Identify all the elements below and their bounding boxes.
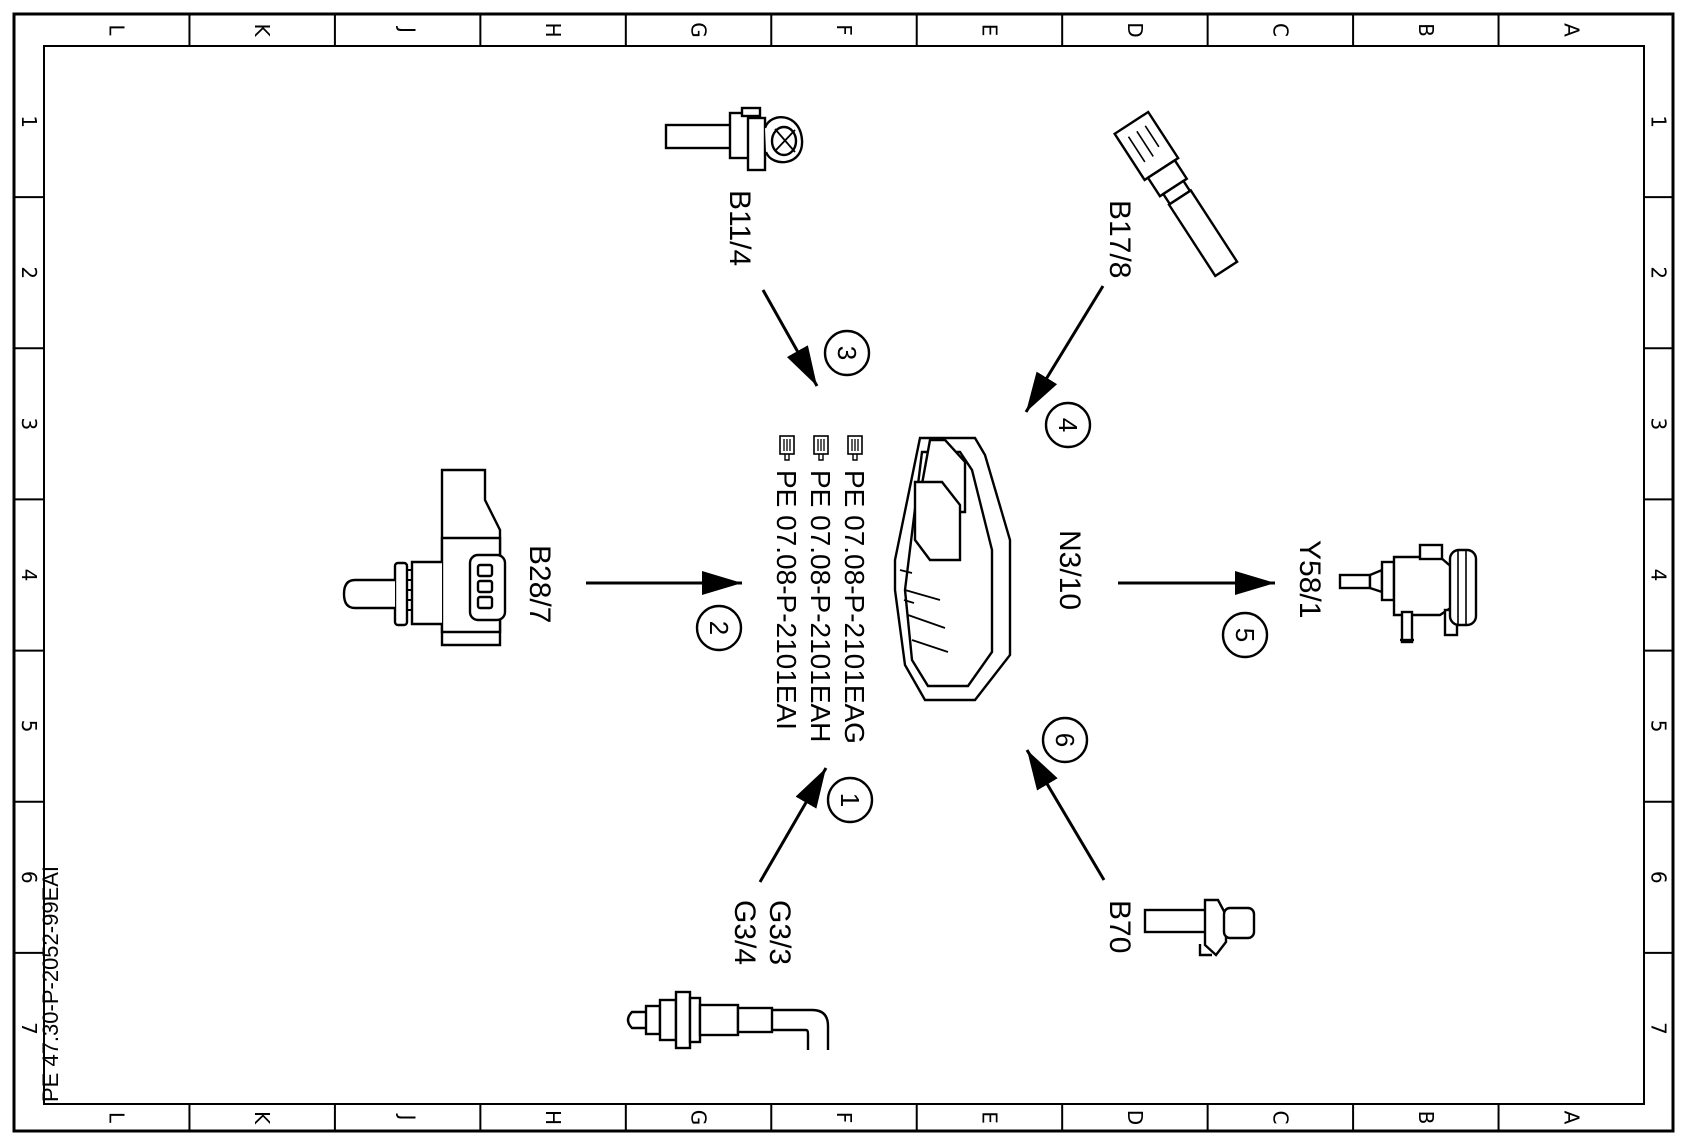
b17-8-sensor-drawing: [1112, 110, 1239, 278]
label-y58-1: Y58/1: [1293, 540, 1326, 618]
grid-label: 6: [1647, 871, 1671, 884]
grid-label: 7: [1647, 1022, 1671, 1035]
grid-label: K: [250, 1111, 274, 1125]
grid-label: F: [832, 24, 856, 36]
grid-label: G: [687, 1110, 711, 1126]
grid-label: L: [105, 24, 129, 36]
grid-label: 6: [17, 871, 41, 884]
drawing-id: PE 47.30-P-2052-99EAI: [38, 866, 63, 1102]
inner-frame: [43, 45, 1645, 1105]
callout-6-number: 6: [1050, 733, 1080, 747]
grid-label: 5: [17, 720, 41, 733]
callout-2: [695, 604, 743, 652]
arrow-g3: [758, 767, 828, 883]
callout-4: [1044, 401, 1092, 449]
label-g3-4: G3/4: [728, 900, 761, 965]
callout-6: [1041, 716, 1089, 764]
grid-label: 3: [17, 417, 41, 430]
arrow-b70: [1025, 749, 1106, 881]
grid-label: J: [396, 25, 420, 33]
label-b17-8: B17/8: [1103, 200, 1136, 278]
grid-label: D: [1123, 1110, 1147, 1125]
callout-3-number: 3: [832, 346, 862, 360]
grid-label: 7: [17, 1022, 41, 1035]
hand-pointer-icon: [813, 435, 829, 461]
grid-label: 5: [1647, 720, 1671, 733]
label-n3-10: N3/10: [1053, 530, 1086, 610]
callout-2-number: 2: [704, 621, 734, 635]
outer-frame: [12, 12, 1675, 1133]
g3-oxygen-sensor-drawing: [626, 990, 830, 1050]
grid-label: 4: [17, 569, 41, 582]
grid-label: E: [977, 1111, 1001, 1124]
reference-1: PE 07.08-P-2101EAG: [839, 470, 870, 744]
grid-label: A: [1559, 23, 1583, 37]
hand-pointer-icon: [779, 435, 795, 461]
grid-label: F: [832, 1112, 856, 1124]
label-b28-7: B28/7: [523, 545, 556, 623]
grid-label: H: [541, 1110, 565, 1125]
grid-label: B: [1414, 1111, 1438, 1125]
grid-label: C: [1268, 1111, 1292, 1125]
arrow-b17-8: [1024, 285, 1105, 413]
grid-label: 4: [1647, 569, 1671, 582]
callout-4-number: 4: [1053, 418, 1083, 432]
arrow-b11-4: [761, 289, 819, 387]
border-grid: [14, 14, 1673, 1131]
grid-label: C: [1268, 23, 1292, 37]
grid-label: 1: [1647, 115, 1671, 128]
grid-label: J: [396, 1113, 420, 1121]
signal-arrows: [586, 285, 1275, 883]
grid-label: 3: [1647, 417, 1671, 430]
y58-1-valve-drawing: [1338, 543, 1478, 644]
callout-5-number: 5: [1230, 628, 1260, 642]
border-grid-labels: L L K K J J H H G G F F E E D D C C B B A A 1 1 2 2 3 3 4 4 5 5 6 6 7 7: [17, 22, 1671, 1125]
callout-1: [826, 776, 874, 824]
label-b11-4: B11/4: [723, 190, 756, 266]
grid-label: G: [687, 22, 711, 38]
label-g3-3: G3/3: [763, 900, 796, 965]
callout-3: [823, 329, 871, 377]
callout-5: [1221, 611, 1269, 659]
n3-10-control-unit-drawing: [893, 436, 1012, 702]
grid-label: L: [105, 1112, 129, 1124]
grid-label: B: [1414, 23, 1438, 37]
grid-label: 2: [17, 266, 41, 279]
b11-4-sensor-drawing: [664, 106, 804, 172]
grid-label: A: [1559, 1111, 1583, 1125]
grid-label: 2: [1647, 266, 1671, 279]
b28-7-sensor-drawing: [342, 468, 507, 647]
callouts: [695, 329, 1269, 824]
grid-label: E: [977, 24, 1001, 37]
b70-sensor-drawing: [1143, 898, 1256, 957]
callout-1-number: 1: [835, 793, 865, 807]
reference-2: PE 07.08-P-2101EAH: [805, 470, 836, 742]
hand-pointer-icon: [847, 435, 863, 461]
grid-label: K: [250, 23, 274, 37]
reference-3: PE 07.08-P-2101EAI: [771, 470, 802, 730]
reference-list: PE 07.08-P-2101EAG PE 07.08-P-2101EAH PE…: [771, 435, 870, 744]
label-b70: B70: [1103, 900, 1136, 953]
grid-label: H: [541, 22, 565, 37]
grid-label: 1: [17, 115, 41, 128]
grid-label: D: [1123, 22, 1147, 37]
